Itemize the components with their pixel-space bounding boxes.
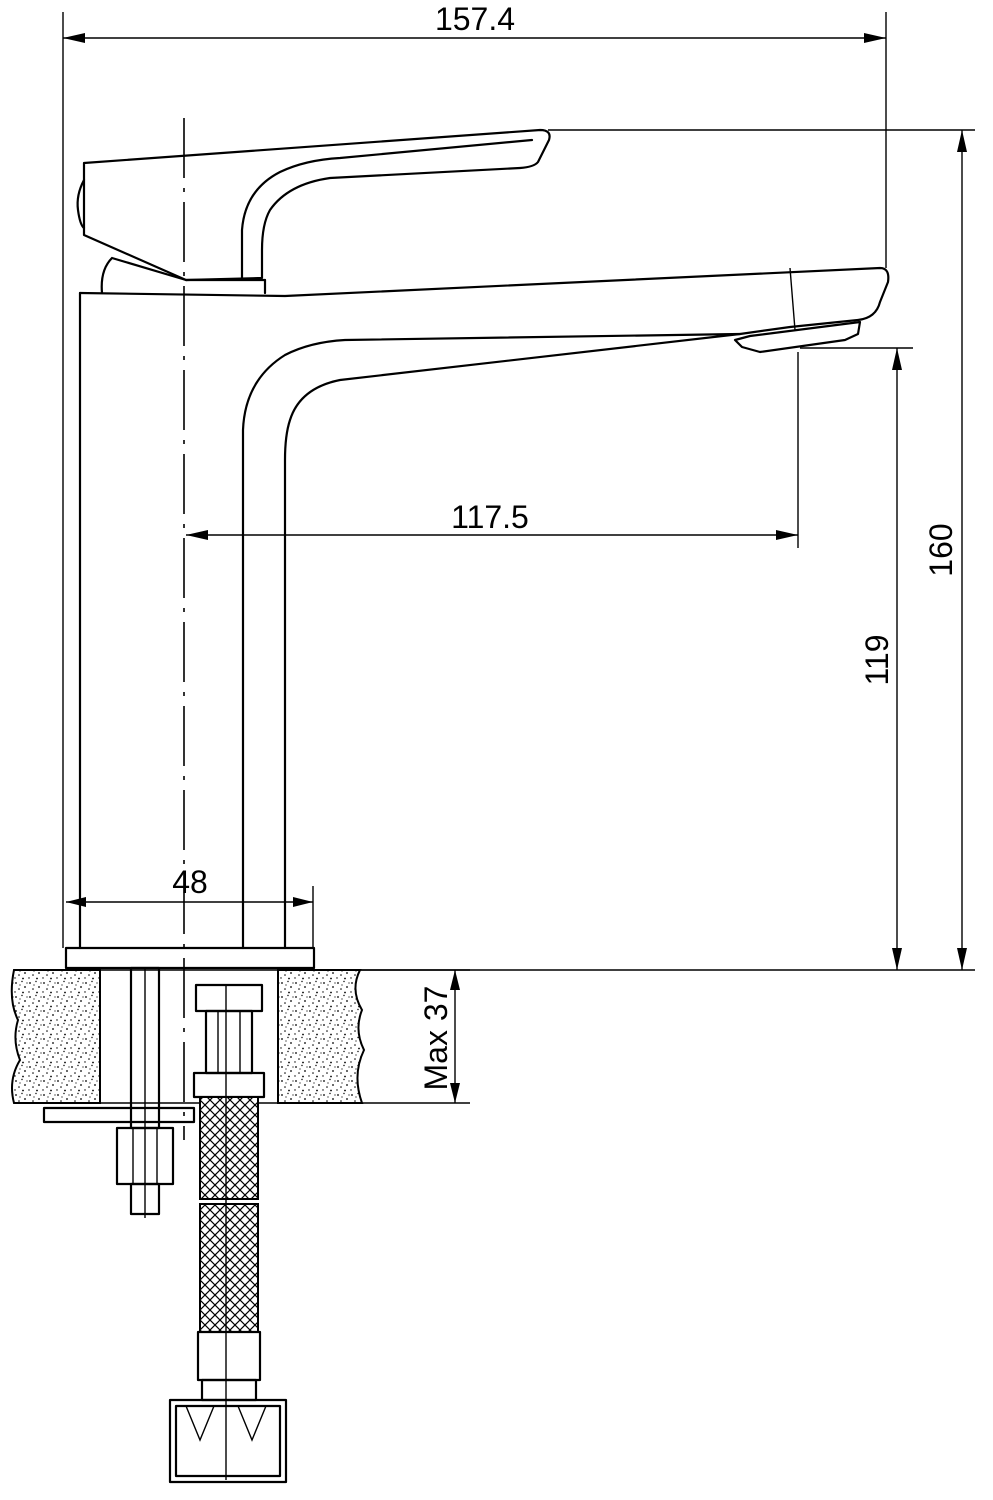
hose-ferrule xyxy=(200,1378,258,1402)
spout-outline xyxy=(78,266,890,950)
hose-lower-fitting xyxy=(196,1330,262,1382)
dim-overall-height: 160 xyxy=(360,129,975,971)
dim-counter-thickness: Max 37 xyxy=(418,970,460,1103)
countertop-section xyxy=(10,969,470,1104)
flexible-hose xyxy=(168,983,288,1484)
hose-fitting xyxy=(204,1009,254,1075)
spout-inner xyxy=(241,332,742,950)
dim-overall-width: 157.4 xyxy=(62,1,887,948)
counter-thickness-label: Max 37 xyxy=(418,986,454,1091)
cartridge-neck xyxy=(100,256,188,295)
faucet-body xyxy=(64,128,890,970)
hose-top-nut xyxy=(194,983,264,1013)
arrow-top xyxy=(957,130,967,152)
spout-tip-line xyxy=(789,267,796,331)
arrow-bottom xyxy=(957,948,967,970)
hose-braid-upper xyxy=(199,1096,259,1200)
spout-height-label: 119 xyxy=(859,634,895,685)
overall-height-label: 160 xyxy=(923,523,959,576)
hose-braid-lower xyxy=(199,1203,259,1333)
overall-width-label: 157.4 xyxy=(435,1,515,37)
countertop-right xyxy=(277,969,366,1104)
base-flange xyxy=(64,946,316,970)
arrow-left xyxy=(66,897,86,907)
backing-plate xyxy=(42,1106,196,1124)
base-diameter-label: 48 xyxy=(172,864,208,900)
arrow-left xyxy=(63,33,85,43)
lever-side-cap xyxy=(76,178,86,230)
rod-end xyxy=(129,1182,161,1216)
spout-reach-label: 117.5 xyxy=(451,499,529,535)
lever-handle xyxy=(82,128,551,282)
arrow-bottom xyxy=(892,948,902,970)
arrow-right xyxy=(864,33,886,43)
dim-spout-reach: 117.5 xyxy=(186,352,799,548)
lever-inner-curve xyxy=(240,138,534,280)
dim-spout-height: 119 xyxy=(800,347,913,970)
arrow-left xyxy=(186,530,208,540)
arrow-bottom xyxy=(450,1083,460,1103)
nut-thread xyxy=(185,1405,267,1442)
countertop-left xyxy=(10,969,101,1104)
arrow-right xyxy=(293,897,313,907)
hose-end-nut xyxy=(168,1398,288,1484)
arrow-top xyxy=(892,348,902,370)
mounting-stud xyxy=(42,966,196,1218)
arrow-top xyxy=(450,970,460,990)
dim-base-diameter: 48 xyxy=(66,864,314,948)
aerator xyxy=(733,320,862,354)
arrow-right xyxy=(776,530,798,540)
hose-collar xyxy=(192,1071,266,1099)
